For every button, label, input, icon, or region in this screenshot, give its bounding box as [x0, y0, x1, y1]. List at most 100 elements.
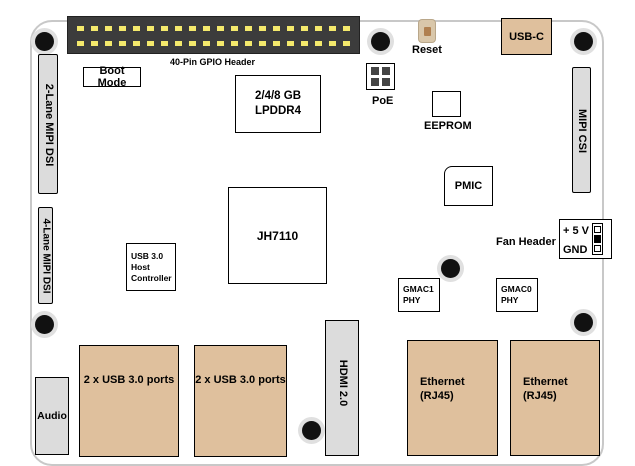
gpio-header	[67, 16, 360, 54]
mipi-csi-label: MIPI CSI	[576, 108, 588, 154]
gpio-pin-icon	[77, 41, 84, 46]
gmac0-phy-chip: GMAC0 PHY	[496, 278, 538, 312]
usb-c-port: USB-C	[501, 18, 552, 55]
usb-ports-2-label: 2 x USB 3.0 ports	[195, 374, 286, 386]
fan-header: + 5 V GND	[559, 219, 612, 259]
reset-label: Reset	[412, 44, 442, 56]
pmic-chip: PMIC	[444, 166, 493, 206]
gpio-pin-icon	[259, 41, 266, 46]
gpio-pin-icon	[189, 26, 196, 31]
gpio-pin-icon	[91, 26, 98, 31]
gpio-pin-icon	[161, 26, 168, 31]
mipi-csi-connector: MIPI CSI	[572, 67, 591, 193]
mounting-hole-icon	[441, 259, 460, 278]
gmac0-line1: GMAC0	[501, 284, 532, 294]
gpio-pin-icon	[161, 41, 168, 46]
fan-header-pin2-label: GND	[563, 244, 588, 256]
mounting-hole-icon	[574, 313, 593, 332]
boot-mode-switch: Boot Mode	[83, 65, 141, 89]
usb-c-label: USB-C	[509, 30, 544, 43]
reset-button[interactable]	[418, 19, 436, 43]
gpio-pin-icon	[203, 26, 210, 31]
gpio-pin-icon	[287, 41, 294, 46]
boot-mode-label: Boot Mode	[97, 65, 127, 89]
ethernet-1-line2: (RJ45)	[420, 390, 454, 402]
usb-host-controller-chip: USB 3.0 Host Controller	[126, 243, 176, 291]
ram-capacity: 2/4/8 GB	[254, 90, 302, 102]
gpio-pin-icon	[343, 41, 350, 46]
poe-pin-icon	[371, 78, 379, 86]
usb-controller-line3: Controller	[131, 272, 172, 283]
audio-jack: Audio	[35, 377, 69, 455]
gpio-pin-icon	[273, 26, 280, 31]
hdmi-label: HDMI 2.0	[337, 359, 349, 407]
mounting-hole-icon	[35, 315, 54, 334]
gpio-pin-icon	[175, 26, 182, 31]
mipi-dsi-4-lane-label: 4-Lane MIPI DSI	[40, 218, 52, 294]
gpio-pin-icon	[175, 41, 182, 46]
gmac1-phy-chip: GMAC1 PHY	[398, 278, 440, 312]
gpio-pin-icon	[133, 26, 140, 31]
fan-connector-icon	[592, 223, 603, 255]
gpio-pin-icon	[315, 41, 322, 46]
gpio-pin-icon	[231, 41, 238, 46]
gpio-header-label: 40-Pin GPIO Header	[170, 57, 256, 67]
mounting-hole-icon	[371, 32, 390, 51]
gpio-pin-icon	[217, 26, 224, 31]
gpio-pin-icon	[203, 41, 210, 46]
gpio-pin-icon	[245, 41, 252, 46]
gpio-pin-icon	[329, 26, 336, 31]
gpio-pin-icon	[217, 41, 224, 46]
fan-header-pin1-label: + 5 V	[563, 225, 589, 237]
soc-label: JH7110	[256, 228, 299, 243]
ethernet-2-line2: (RJ45)	[523, 390, 557, 402]
gpio-pin-icon	[77, 26, 84, 31]
gpio-pin-icon	[287, 26, 294, 31]
gpio-pin-icon	[301, 41, 308, 46]
usb-controller-line1: USB 3.0	[131, 250, 164, 261]
soc-chip: JH7110	[228, 187, 327, 284]
ethernet-port-2: Ethernet (RJ45)	[510, 340, 600, 456]
gpio-pin-icon	[133, 41, 140, 46]
gpio-pin-icon	[273, 41, 280, 46]
gpio-pin-icon	[119, 26, 126, 31]
gpio-pin-icon	[231, 26, 238, 31]
usb-ports-block-1: 2 x USB 3.0 ports	[79, 345, 179, 457]
gpio-pin-icon	[259, 26, 266, 31]
gpio-pin-icon	[189, 41, 196, 46]
poe-pin-icon	[371, 67, 379, 75]
gpio-pin-icon	[105, 26, 112, 31]
gmac0-line2: PHY	[501, 295, 519, 305]
poe-pin-icon	[382, 67, 390, 75]
hdmi-port: HDMI 2.0	[325, 320, 359, 456]
ram-chip: 2/4/8 GB LPDDR4	[235, 75, 321, 133]
ethernet-2-line1: Ethernet	[523, 376, 568, 388]
eeprom-label: EEPROM	[424, 120, 472, 132]
gpio-pin-icon	[301, 26, 308, 31]
mounting-hole-icon	[302, 421, 321, 440]
gmac1-line2: PHY	[403, 295, 421, 305]
poe-label: PoE	[372, 95, 394, 107]
mipi-dsi-4-lane-connector: 4-Lane MIPI DSI	[38, 207, 53, 304]
gmac1-line1: GMAC1	[403, 284, 434, 294]
gpio-pin-icon	[147, 26, 154, 31]
gpio-pin-icon	[315, 26, 322, 31]
gpio-pin-icon	[91, 41, 98, 46]
usb-ports-1-label: 2 x USB 3.0 ports	[83, 374, 175, 386]
gpio-pin-icon	[329, 41, 336, 46]
gpio-pin-icon	[105, 41, 112, 46]
poe-pin-icon	[382, 78, 390, 86]
gpio-pin-icon	[119, 41, 126, 46]
usb-controller-line2: Host	[131, 261, 150, 272]
gpio-pin-icon	[343, 26, 350, 31]
ethernet-port-1: Ethernet (RJ45)	[407, 340, 498, 456]
fan-header-label: Fan Header	[496, 236, 556, 248]
ethernet-1-line1: Ethernet	[420, 376, 465, 388]
poe-header	[366, 63, 395, 90]
eeprom-chip	[432, 91, 461, 117]
mounting-hole-icon	[574, 32, 593, 51]
pmic-label: PMIC	[454, 180, 483, 192]
gpio-pin-icon	[147, 41, 154, 46]
mipi-dsi-2-lane-label: 2-Lane MIPI DSI	[43, 83, 55, 167]
audio-label: Audio	[37, 410, 67, 422]
